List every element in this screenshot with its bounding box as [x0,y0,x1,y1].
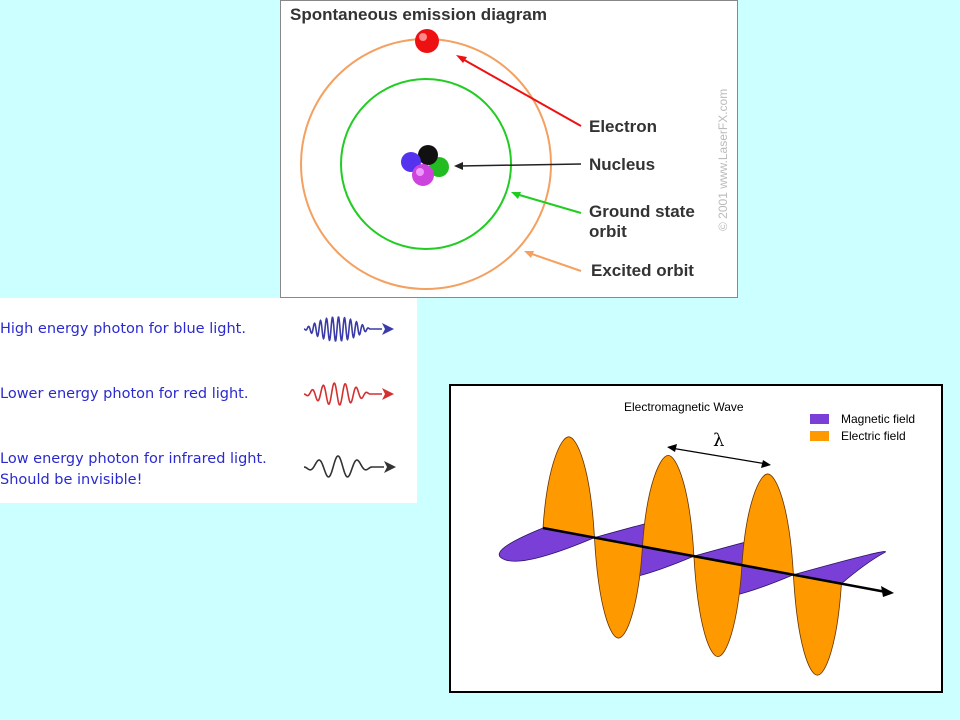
ground-label-line1: Ground state [589,202,695,221]
infrared-photon-wave-icon [303,455,396,478]
propagation-arrowhead [881,586,894,597]
wavelength-symbol: λ [713,430,724,451]
legend-label-electric: Electric field [841,429,906,443]
photon-red-text: Lower energy photon for red light. [0,384,300,405]
legend-label-magnetic: Magnetic field [841,412,915,426]
nucleus [401,145,449,186]
em-title: Electromagnetic Wave [624,400,744,414]
nucleus-label: Nucleus [589,155,655,174]
excited-label: Excited orbit [591,261,694,280]
electromagnetic-wave-diagram: Electromagnetic Wave Magnetic field Elec… [449,384,943,693]
propagation-axis [542,526,887,594]
legend-swatch-electric [810,431,829,441]
copyright-text: © 2001 www.LaserFX.com [716,89,730,231]
electric-lobe [693,555,743,658]
electric-lobe [741,473,794,576]
spontaneous-emission-svg: Spontaneous emission diagram © 2001 www.… [290,5,730,290]
photon-infrared-line1: Low energy photon for infrared light. [0,451,267,467]
photon-blue-line1: High energy photon for blue light. [0,321,246,337]
red-photon-wave-icon [303,382,394,406]
electric-lobe [792,574,842,676]
electric-lobe [642,454,695,557]
electron-label: Electron [589,117,657,136]
magnetic-lobe [793,551,886,585]
electromagnetic-wave-svg: Electromagnetic Wave Magnetic field Elec… [498,400,915,676]
electron [415,29,439,53]
excited-pointer [528,252,582,272]
spont-title: Spontaneous emission diagram [290,5,547,24]
nucleus-pointer [458,163,582,167]
photon-infrared-text: Low energy photon for infrared light. Sh… [0,449,300,491]
spontaneous-emission-diagram: Spontaneous emission diagram © 2001 www.… [280,0,738,298]
electric-lobe [542,436,595,539]
photon-energy-panel: High energy photon for blue light. Lower… [0,298,417,503]
blue-photon-wave-icon [303,316,394,342]
electric-lobe [594,537,643,639]
electric-field-waves [542,436,842,676]
ground-pointer [515,193,582,214]
legend-swatch-magnetic [810,414,829,424]
photon-blue-text: High energy photon for blue light. [0,319,300,340]
electron-pointer [458,56,582,127]
magnetic-lobe [498,527,596,562]
ground-label-line2: orbit [589,222,627,241]
wavelength-arrow [670,447,768,465]
photon-infrared-line2: Should be invisible! [0,472,143,488]
ground-state-orbit [340,78,512,250]
photon-red-line1: Lower energy photon for red light. [0,386,249,402]
